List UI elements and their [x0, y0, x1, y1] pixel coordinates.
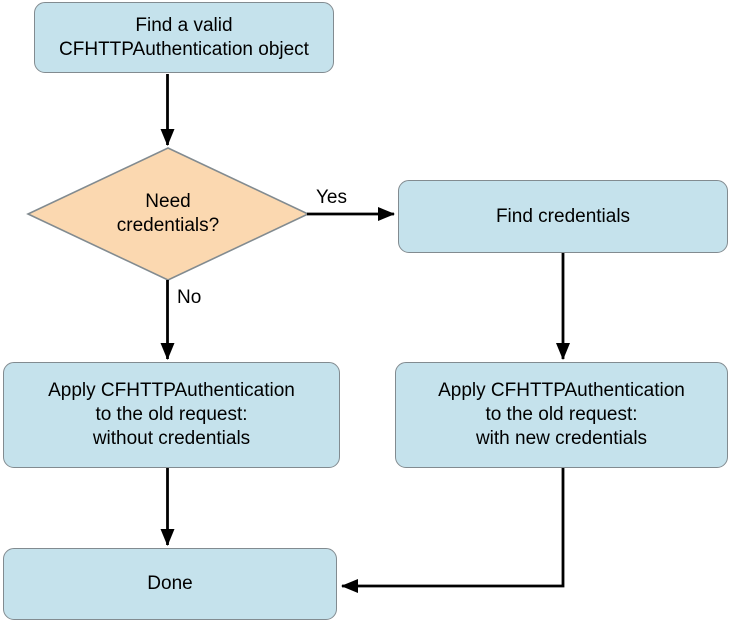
- node-apply-with-line1: Apply CFHTTPAuthentication: [438, 380, 685, 401]
- node-decision-label: Need credentials?: [28, 148, 308, 280]
- node-start-line2: CFHTTPAuthentication object: [59, 38, 309, 60]
- edge-apply-with-to-done: [341, 468, 565, 593]
- node-start: Find a valid CFHTTPAuthentication object: [34, 2, 334, 73]
- node-apply-with-line3: with new credentials: [475, 428, 648, 449]
- node-apply-with-new-credentials: Apply CFHTTPAuthentication to the old re…: [395, 362, 728, 468]
- node-apply-without-credentials: Apply CFHTTPAuthentication to the old re…: [3, 362, 340, 468]
- node-apply-without-line2: to the old request:: [95, 404, 248, 425]
- edge-label-no: No: [177, 287, 202, 308]
- node-apply-without-line1: Apply CFHTTPAuthentication: [48, 380, 295, 401]
- node-apply-with-line2: to the old request:: [485, 404, 638, 425]
- node-start-line1: Find a valid: [135, 14, 233, 36]
- node-find-credentials: Find credentials: [398, 180, 728, 253]
- node-done: Done: [3, 548, 337, 620]
- node-decision-line1: Need: [145, 191, 191, 212]
- node-apply-without-line3: without credentials: [92, 428, 251, 449]
- node-done-label: Done: [147, 573, 193, 594]
- node-decision-line2: credentials?: [116, 215, 220, 236]
- node-find-credentials-label: Find credentials: [495, 205, 631, 227]
- edge-label-yes: Yes: [316, 187, 347, 208]
